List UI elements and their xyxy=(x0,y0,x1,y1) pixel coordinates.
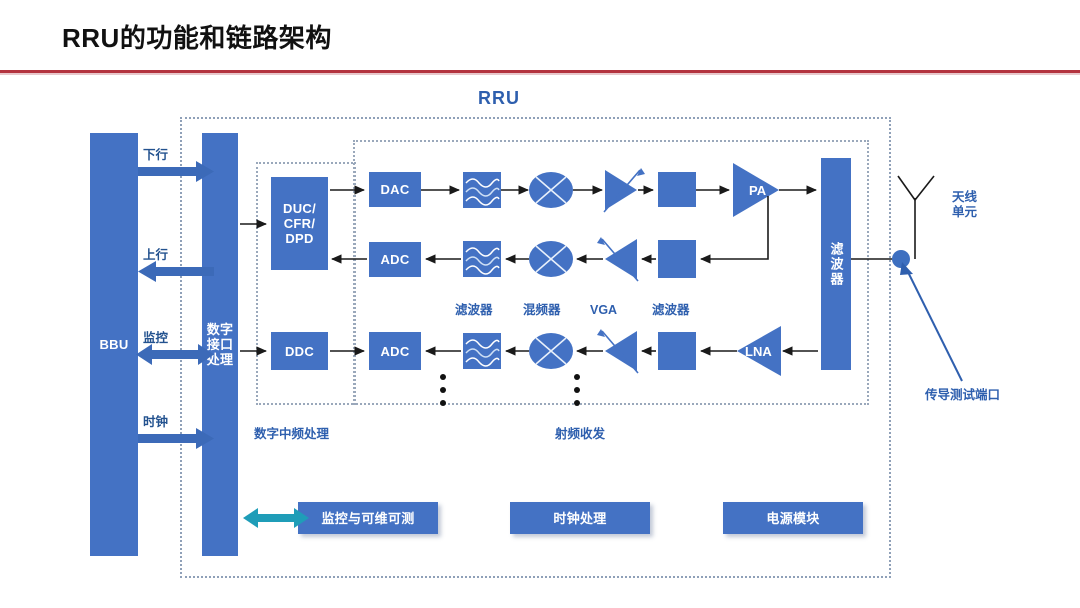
adc-receive-block[interactable]: ADC xyxy=(369,332,421,370)
duc-cfr-dpd-block[interactable]: DUC/ CFR/ DPD xyxy=(271,177,328,270)
digital-if-boundary xyxy=(256,162,356,405)
digital-interface-line1: 数字 xyxy=(206,322,234,337)
cfr-line: CFR/ xyxy=(283,216,316,231)
rru-boundary xyxy=(180,117,891,578)
filter-label-2: 滤波器 xyxy=(652,303,690,317)
link-label-uplink: 上行 xyxy=(143,248,169,262)
adc-feedback-block[interactable]: ADC xyxy=(369,242,421,277)
section-label-digital-if: 数字中频处理 xyxy=(254,427,330,441)
antenna-label-line1: 天线 xyxy=(952,190,978,204)
power-module-block[interactable]: 电源模块 xyxy=(723,502,863,534)
digital-interface-line2: 接口 xyxy=(206,337,234,352)
digital-interface-block[interactable]: 数字 接口 处理 xyxy=(202,133,238,556)
duc-line: DUC/ xyxy=(283,201,316,216)
bbu-block[interactable]: BBU xyxy=(90,133,138,556)
link-label-monitoring: 监控 xyxy=(143,331,169,345)
filter-block-rx-pre[interactable] xyxy=(658,332,696,370)
antenna-unit-label: 天线 单元 xyxy=(952,190,977,220)
filter-block-tx-post[interactable] xyxy=(658,172,696,207)
ddc-block[interactable]: DDC xyxy=(271,332,328,370)
digital-interface-line3: 处理 xyxy=(206,352,234,367)
rru-title: RRU xyxy=(478,88,520,108)
monitoring-module-block[interactable]: 监控与可维可测 xyxy=(298,502,438,534)
title-divider xyxy=(0,70,1080,73)
test-port-pointer xyxy=(900,262,963,382)
duplex-filter-block[interactable]: 滤波器 xyxy=(821,158,851,370)
link-label-downlink: 下行 xyxy=(143,148,169,162)
mixer-label: 混频器 xyxy=(523,303,561,317)
rf-transceiver-boundary xyxy=(353,140,869,405)
link-label-clock: 时钟 xyxy=(143,415,169,429)
channel-ellipsis-right xyxy=(574,374,581,413)
section-label-rf: 射频收发 xyxy=(555,427,606,441)
filter-block-feedback[interactable] xyxy=(658,240,696,278)
channel-ellipsis-left xyxy=(440,374,447,413)
antenna-connector-node xyxy=(892,250,910,268)
filter-label-1: 滤波器 xyxy=(455,303,493,317)
vga-label: VGA xyxy=(590,303,618,317)
page-title: RRU的功能和链路架构 xyxy=(62,23,332,53)
conducted-test-port-label: 传导测试端口 xyxy=(925,388,1001,402)
title-divider-soft xyxy=(0,73,1080,75)
clock-module-block[interactable]: 时钟处理 xyxy=(510,502,650,534)
dpd-line: DPD xyxy=(285,231,314,246)
dac-block[interactable]: DAC xyxy=(369,172,421,207)
antenna-symbol xyxy=(897,175,935,259)
antenna-label-line2: 单元 xyxy=(952,205,978,219)
